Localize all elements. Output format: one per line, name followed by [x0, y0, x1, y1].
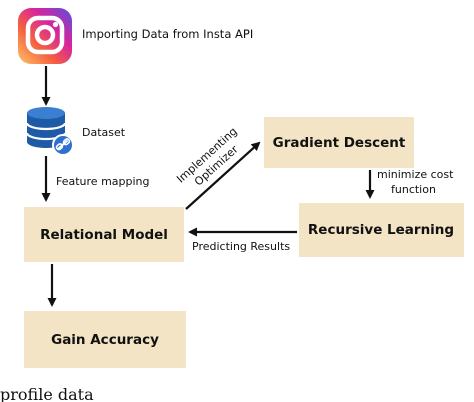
gradient-descent-node: Gradient Descent: [264, 117, 414, 168]
recursive-learning-node: Recursive Learning: [299, 203, 464, 257]
feature-mapping-label: Feature mapping: [56, 175, 150, 188]
recursive-learning-label: Recursive Learning: [308, 222, 454, 238]
relational-model-label: Relational Model: [40, 227, 168, 243]
dataset-label: Dataset: [82, 126, 126, 139]
link-icon: [52, 134, 74, 156]
relational-model-node: Relational Model: [24, 207, 184, 262]
gradient-descent-label: Gradient Descent: [273, 135, 406, 151]
gain-accuracy-node: Gain Accuracy: [24, 311, 186, 368]
arrow-relational-model-to-gradient: [185, 141, 261, 210]
gain-accuracy-label: Gain Accuracy: [51, 332, 159, 348]
minimize-cost-label-line1: minimize cost: [377, 168, 454, 181]
minimize-cost-label-line2: function: [391, 183, 436, 196]
predicting-results-label: Predicting Results: [192, 240, 290, 253]
instagram-icon: [18, 8, 72, 64]
figure-caption-fragment: profile data: [0, 387, 94, 402]
instagram-source-label: Importing Data from Insta API: [82, 27, 253, 41]
